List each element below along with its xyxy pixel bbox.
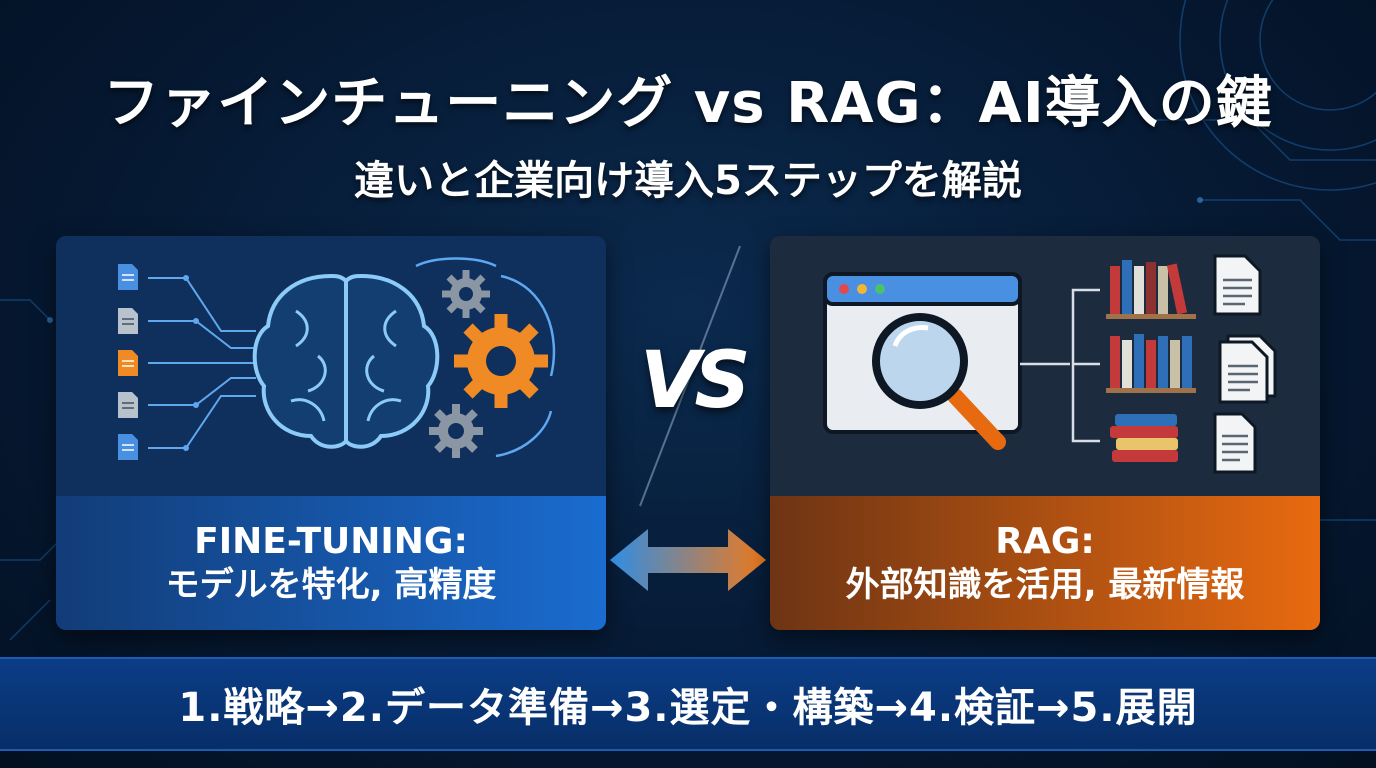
- gear-icon: [454, 314, 548, 408]
- page-title: ファインチューニング vs RAG：AI導入の鍵: [103, 71, 1273, 136]
- rag-title: RAG:: [995, 521, 1095, 563]
- fine-tuning-label: FINE-TUNING: モデルを特化, 高精度: [56, 496, 606, 630]
- bookshelf-icon: [1106, 260, 1196, 319]
- fine-tuning-illustration: [118, 257, 556, 460]
- bookshelf-icon: [1106, 334, 1196, 393]
- document-stack-icon: [118, 264, 138, 460]
- rag-illustration: [823, 254, 1277, 474]
- steps-bar: 1.戦略→2.データ準備→3.選定・構築→4.検証→5.展開: [0, 657, 1376, 751]
- brain-icon: [252, 273, 440, 449]
- page-subtitle: 違いと企業向け導入5ステップを解説: [354, 158, 1022, 204]
- magnifier-icon: [872, 313, 1006, 450]
- fine-tuning-title: FINE-TUNING:: [194, 521, 468, 563]
- rag-description: 外部知識を活用, 最新情報: [845, 565, 1245, 606]
- rag-panel: RAG: 外部知識を活用, 最新情報: [770, 236, 1320, 630]
- book-stack-icon: [1110, 414, 1178, 462]
- fine-tuning-panel: FINE-TUNING: モデルを特化, 高精度: [56, 236, 606, 630]
- bidirectional-arrow-icon: [610, 529, 766, 591]
- document-icon: [1218, 334, 1277, 404]
- document-icon: [1213, 254, 1262, 316]
- rag-label: RAG: 外部知識を活用, 最新情報: [770, 496, 1320, 630]
- gear-icon: [442, 270, 490, 318]
- document-icon: [1213, 412, 1257, 474]
- steps-text: 1.戦略→2.データ準備→3.選定・構築→4.検証→5.展開: [178, 685, 1198, 731]
- fine-tuning-description: モデルを特化, 高精度: [165, 565, 497, 606]
- gear-icon: [429, 404, 483, 458]
- vs-mark: VS: [640, 336, 751, 426]
- divider-slash: [639, 245, 741, 507]
